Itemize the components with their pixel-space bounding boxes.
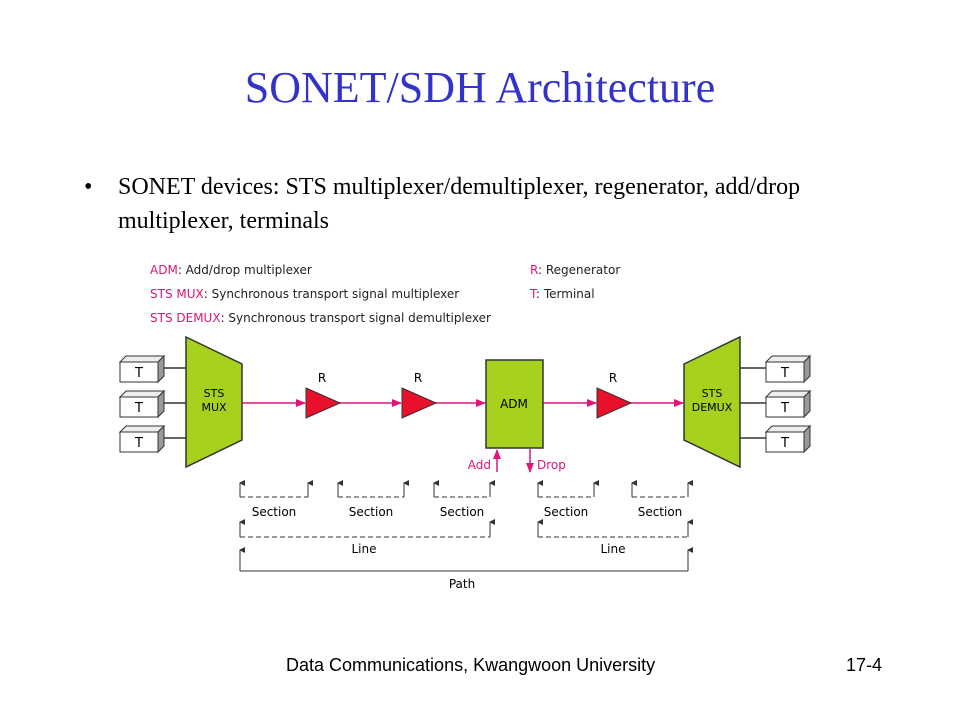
section-label: Section [638,505,683,519]
line-span [239,519,495,538]
legend-item-adm: ADM: Add/drop multiplexer [150,263,312,277]
section-span [537,480,599,498]
add-label: Add [468,458,491,472]
path-label: Path [449,577,475,591]
terminal-box: T [118,389,166,419]
line-label: Line [600,542,625,556]
section-label: Section [252,505,297,519]
section-span [631,480,693,498]
terminal-box: T [118,354,166,384]
terminal-label: T [780,366,789,381]
section-label: Section [349,505,394,519]
legend-item-sts-mux: STS MUX: Synchronous transport signal mu… [150,287,459,301]
terminal-label: T [780,436,789,451]
terminal-label: T [134,401,143,416]
regenerator-label: R [609,371,617,385]
left-terminals: T T T [118,354,186,454]
bullet-dot: • [84,174,93,200]
slide-title: SONET/SDH Architecture [244,63,716,112]
line-label: Line [351,542,376,556]
sts-mux-label-bottom: MUX [201,401,227,414]
add-drop: Add Drop [468,449,566,473]
right-terminals: T T T [740,354,812,454]
adm: ADM [485,359,544,449]
terminal-box: T [764,389,812,419]
drop-label: Drop [537,458,566,472]
regenerator-label: R [318,371,326,385]
section-labels: Section Section Section Section Section [252,505,683,519]
sts-mux-label-top: STS [204,387,225,400]
regenerator-2: R [401,371,438,419]
section-span [433,480,495,498]
section-span [337,480,409,498]
footer-source: Data Communications, Kwangwoon Universit… [286,655,656,675]
legend: ADM: Add/drop multiplexer STS MUX: Synch… [150,263,620,325]
slide-number: 17-4 [846,655,883,675]
sts-mux: STS MUX [185,335,243,469]
sts-demux-label-top: STS [702,387,723,400]
terminal-label: T [780,401,789,416]
terminal-label: T [134,366,143,381]
line-spans [239,519,693,538]
adm-label: ADM [500,397,528,411]
bullet-text: SONET devices: STS multiplexer/demultipl… [118,174,801,234]
path-span [239,547,693,572]
line-span [537,519,693,538]
sts-demux-label-bottom: DEMUX [692,401,733,414]
sts-demux: STS DEMUX [683,335,741,469]
terminal-label: T [134,436,143,451]
terminal-box: T [764,424,812,454]
regenerator-label: R [414,371,422,385]
section-spans [239,480,693,498]
legend-item-sts-demux: STS DEMUX: Synchronous transport signal … [150,311,491,325]
terminal-box: T [764,354,812,384]
section-label: Section [440,505,485,519]
regenerator-3: R [596,371,633,419]
section-label: Section [544,505,589,519]
regenerator-1: R [305,371,342,419]
section-span [239,480,313,498]
legend-item-terminal: T: Terminal [529,287,595,301]
terminal-box: T [118,424,166,454]
legend-item-regenerator: R: Regenerator [530,263,620,277]
